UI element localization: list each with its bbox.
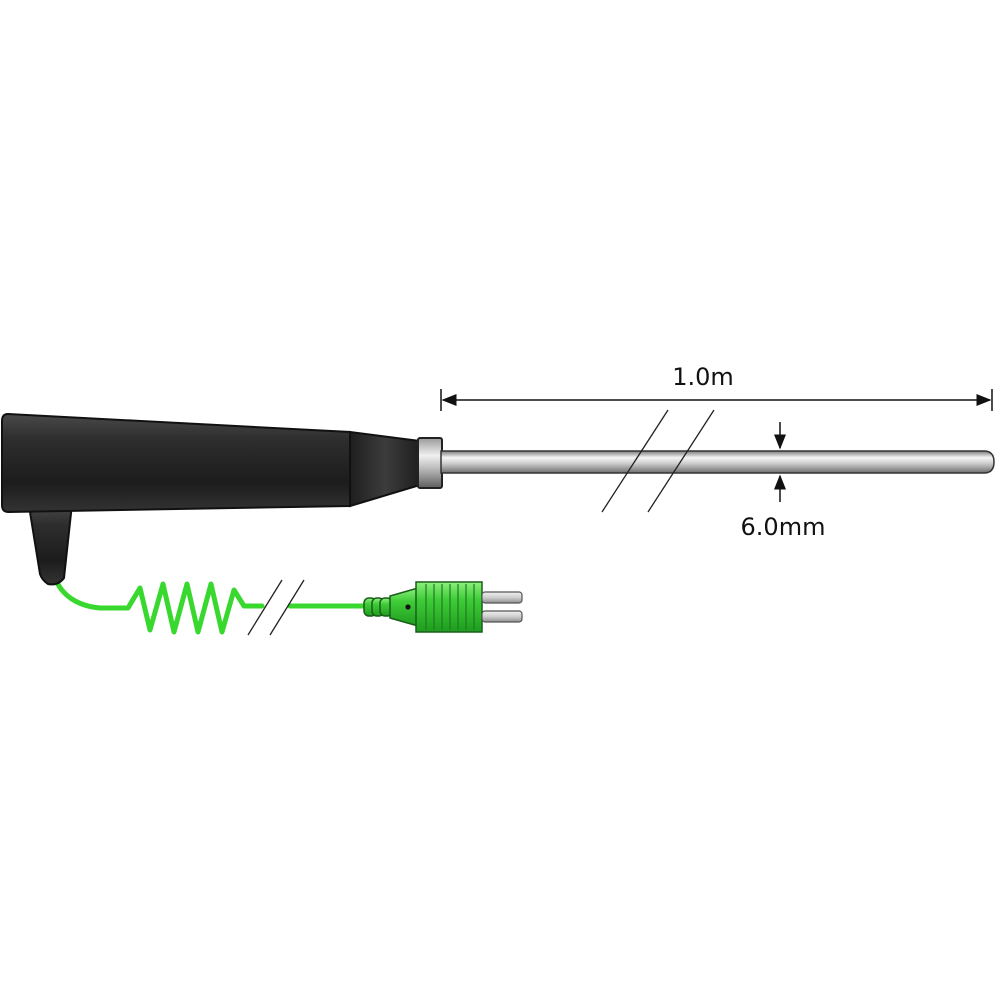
diameter-dimension: 6.0mm: [741, 422, 826, 541]
length-label: 1.0m: [672, 363, 734, 391]
cable-break-marks: [247, 579, 305, 636]
coiled-cable: [52, 575, 369, 635]
diameter-label: 6.0mm: [741, 513, 826, 541]
connector-plug: [363, 581, 523, 633]
handle-stem: [349, 430, 421, 508]
metal-collar: [417, 437, 443, 489]
probe-sheath: [440, 450, 995, 474]
length-dimension: 1.0m: [440, 363, 993, 411]
probe-break-marks: [601, 409, 715, 513]
probe-handle: [1, 412, 351, 514]
cable-boot: [28, 502, 74, 586]
